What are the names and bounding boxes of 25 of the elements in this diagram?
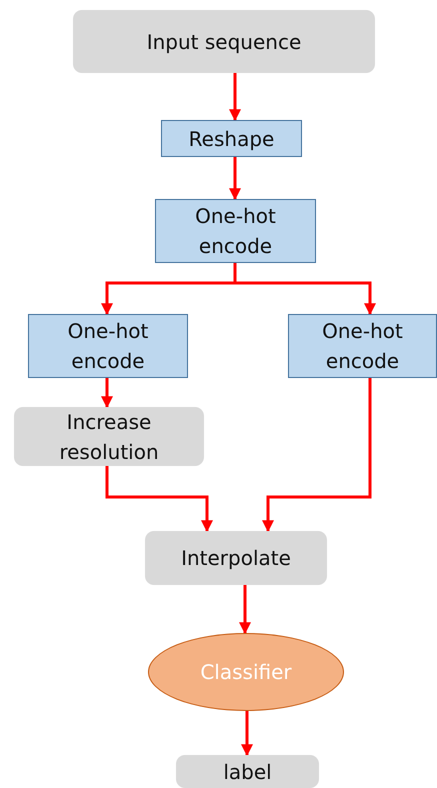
arrow [241, 711, 253, 756]
node-label: Reshape [188, 126, 274, 152]
step-box [73, 10, 375, 73]
arrow [234, 263, 376, 316]
process-box [161, 120, 302, 157]
step-box [176, 755, 319, 788]
arrow [262, 378, 372, 532]
arrow [229, 157, 241, 200]
node-label: One-hot encode [66, 318, 150, 375]
node-label: Increase resolution [58, 408, 160, 466]
arrow [106, 466, 213, 532]
process-box [155, 199, 316, 263]
arrow [229, 73, 241, 122]
step-box [14, 407, 204, 466]
step-box [145, 531, 327, 585]
node-label: Classifier [200, 659, 292, 686]
process-box [288, 314, 437, 378]
arrow [239, 585, 251, 634]
node-label: Interpolate [181, 545, 291, 572]
arrow [101, 378, 113, 408]
process-box [28, 314, 188, 378]
node-label: One-hot encode [321, 318, 404, 375]
node-label: Input sequence [146, 28, 302, 56]
node-label: One-hot encode [194, 203, 277, 260]
node-label: label [223, 758, 272, 786]
